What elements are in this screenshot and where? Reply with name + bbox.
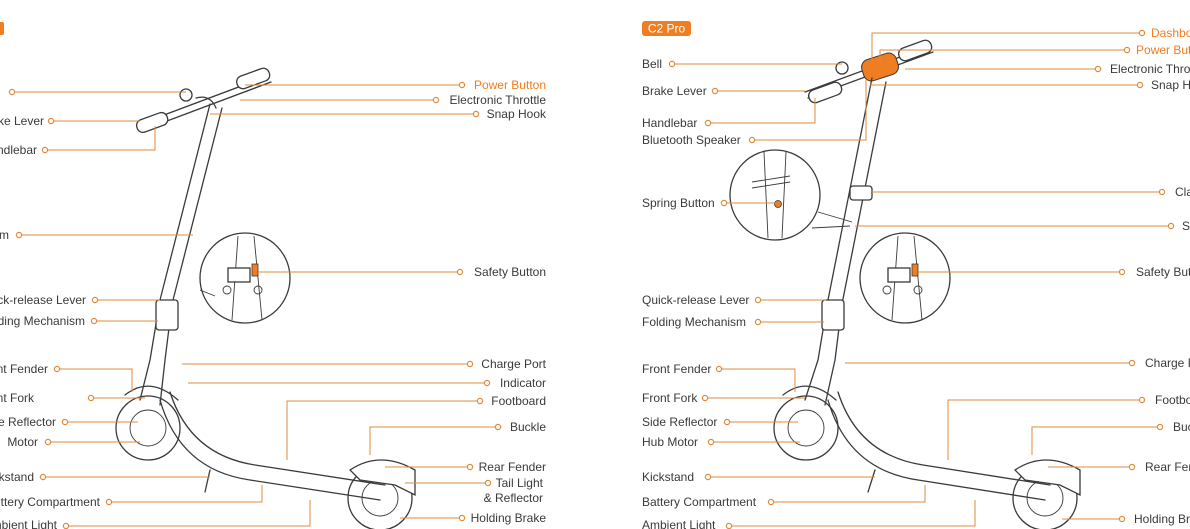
left-labels-right-side: Power Button Electronic Throttle Snap Ho… bbox=[182, 78, 547, 525]
left-label-footboard: Footboard bbox=[491, 394, 546, 408]
left-label-folding-mechanism: ding Mechanism bbox=[0, 314, 85, 328]
left-panel: ke Lever ndlebar m ick-release Lever din… bbox=[0, 22, 547, 529]
left-label-tail-light: Tail Light bbox=[496, 476, 544, 490]
left-label-rear-fender: Rear Fender bbox=[479, 460, 546, 474]
label-electronic-throttle: Electronic Thro bbox=[1110, 62, 1190, 76]
left-label-front-fork: nt Fork bbox=[0, 391, 35, 405]
left-label-battery-compartment: ttery Compartment bbox=[1, 495, 101, 509]
right-labels-right-side: Dashbo Power But Electronic Thro Snap H … bbox=[845, 26, 1190, 526]
left-label-charge-port: Charge Port bbox=[481, 357, 546, 371]
label-footboard: Footbo bbox=[1155, 393, 1190, 407]
label-front-fender: Front Fender bbox=[642, 362, 711, 376]
label-side-reflector: Side Reflector bbox=[642, 415, 717, 429]
left-label-hub-motor: Motor bbox=[7, 435, 38, 449]
left-label-quick-release-lever: ick-release Lever bbox=[0, 293, 86, 307]
left-label-side-reflector: e Reflector bbox=[0, 415, 56, 429]
left-model-badge bbox=[0, 22, 4, 35]
label-ambient-light: Ambient Light bbox=[642, 518, 716, 529]
dashboard-highlight bbox=[861, 52, 899, 82]
left-label-ambient-light: mbient Light bbox=[0, 518, 58, 529]
label-quick-release-lever: Quick-release Lever bbox=[642, 293, 749, 307]
model-badge-text: C2 Pro bbox=[648, 22, 686, 36]
label-handlebar: Handlebar bbox=[642, 116, 697, 130]
model-badge bbox=[642, 21, 691, 36]
left-label-holding-brake: Holding Brake bbox=[471, 511, 547, 525]
label-buckle: Buc bbox=[1173, 420, 1190, 434]
label-battery-compartment: Battery Compartment bbox=[642, 495, 757, 509]
label-dashboard: Dashbo bbox=[1151, 26, 1190, 40]
left-label-indicator: Indicator bbox=[500, 376, 546, 390]
left-label-brake-lever: ke Lever bbox=[0, 114, 44, 128]
label-power-button: Power But bbox=[1136, 43, 1190, 57]
left-bell-marker bbox=[8, 88, 16, 96]
left-label-safety-button: Safety Button bbox=[474, 265, 546, 279]
label-bluetooth-speaker: Bluetooth Speaker bbox=[642, 133, 741, 147]
label-clamp: Cla bbox=[1175, 185, 1190, 199]
left-label-reflector: & Reflector bbox=[484, 491, 543, 505]
left-label-handlebar: ndlebar bbox=[0, 143, 37, 157]
left-label-front-fender: nt Fender bbox=[0, 362, 48, 376]
right-scooter-illustration bbox=[729, 39, 1081, 529]
label-rear-fender: Rear Fen bbox=[1145, 460, 1190, 474]
label-safety-button: Safety But bbox=[1136, 265, 1190, 279]
left-label-electronic-throttle: Electronic Throttle bbox=[450, 93, 547, 107]
label-brake-lever: Brake Lever bbox=[642, 84, 707, 98]
left-label-snap-hook: Snap Hook bbox=[487, 107, 547, 121]
label-spring-button: Spring Button bbox=[642, 196, 715, 210]
label-holding-brake: Holding Br bbox=[1134, 512, 1190, 526]
left-labels-left-side: ke Lever ndlebar m ick-release Lever din… bbox=[0, 88, 311, 529]
label-stem: St bbox=[1182, 219, 1190, 233]
left-label-buckle: Buckle bbox=[510, 420, 546, 434]
left-label-power-button: Power Button bbox=[474, 78, 546, 92]
label-folding-mechanism: Folding Mechanism bbox=[642, 315, 746, 329]
label-bell: Bell bbox=[642, 57, 662, 71]
right-labels-left-side: Bell Brake Lever Handlebar Bluetooth Spe… bbox=[642, 57, 976, 529]
label-charge-port: Charge P bbox=[1145, 356, 1190, 370]
right-panel: C2 Pro bbox=[642, 21, 1190, 529]
left-label-kickstand: kstand bbox=[0, 470, 34, 484]
label-front-fork: Front Fork bbox=[642, 391, 698, 405]
left-scooter-illustration bbox=[115, 67, 416, 529]
label-kickstand: Kickstand bbox=[642, 470, 694, 484]
left-label-stem: m bbox=[0, 228, 9, 242]
label-snap-hook: Snap H bbox=[1151, 78, 1190, 92]
label-hub-motor: Hub Motor bbox=[642, 435, 698, 449]
